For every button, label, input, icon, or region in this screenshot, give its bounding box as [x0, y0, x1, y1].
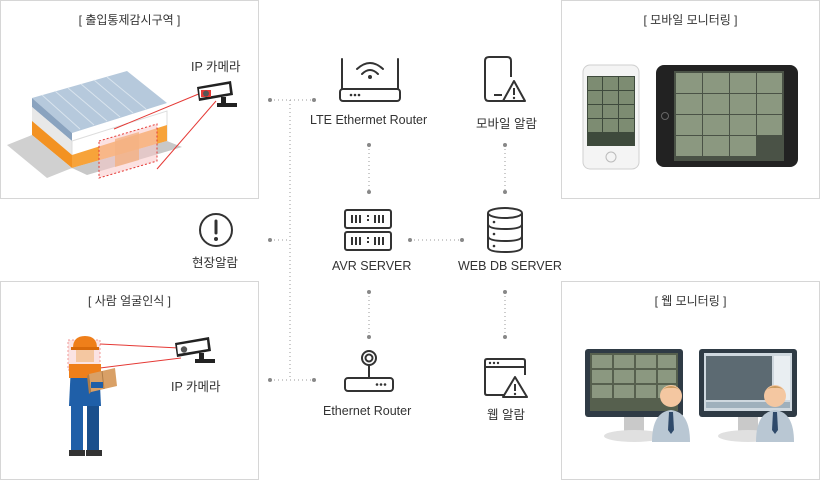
mobile-alarm-icon	[483, 55, 527, 105]
web-monitoring-title: [ 웹 모니터링 ]	[654, 294, 727, 308]
database-icon	[485, 206, 525, 254]
onsite-alarm-icon	[198, 212, 234, 248]
user-left-icon	[650, 382, 692, 444]
face-recognition-title: [ 사람 얼굴인식 ]	[88, 294, 171, 308]
ip-camera-icon	[193, 79, 243, 109]
worker-illustration	[61, 334, 131, 459]
web-db-server-label: WEB DB SERVER	[458, 259, 562, 273]
monitor-right-icon	[698, 348, 798, 448]
onsite-alarm-label: 현장알람	[192, 256, 239, 270]
access-control-title: [ 출입통제감시구역 ]	[78, 13, 181, 27]
ip-camera-label-bottom: IP 카메라	[171, 380, 221, 394]
mobile-monitoring-title: [ 모바일 모니터링 ]	[643, 13, 738, 27]
user-right-icon	[754, 382, 796, 444]
web-alarm-icon	[483, 357, 529, 399]
tablet-icon	[655, 64, 799, 168]
ip-camera-icon-bottom	[171, 335, 221, 365]
camera-view-lines	[113, 92, 217, 170]
web-alarm-label: 웹 알람	[487, 408, 525, 422]
avr-server-icon	[344, 208, 392, 252]
ip-camera-label-top: IP 카메라	[191, 60, 241, 74]
ethernet-router-icon	[343, 348, 395, 394]
warehouse-illustration	[7, 63, 187, 183]
smartphone-icon	[582, 64, 640, 170]
lte-router-label: LTE Ethermet Router	[310, 113, 428, 127]
ethernet-router-label: Ethernet Router	[323, 404, 412, 418]
mobile-alarm-label: 모바일 알람	[476, 117, 537, 131]
lte-router-icon	[339, 55, 401, 103]
mobile-monitoring-panel: [ 모바일 모니터링 ]	[561, 0, 820, 199]
access-control-panel: [ 출입통제감시구역 ]	[0, 0, 259, 199]
web-monitoring-panel: [ 웹 모니터링 ]	[561, 281, 820, 480]
avr-server-label: AVR SERVER	[332, 259, 412, 273]
